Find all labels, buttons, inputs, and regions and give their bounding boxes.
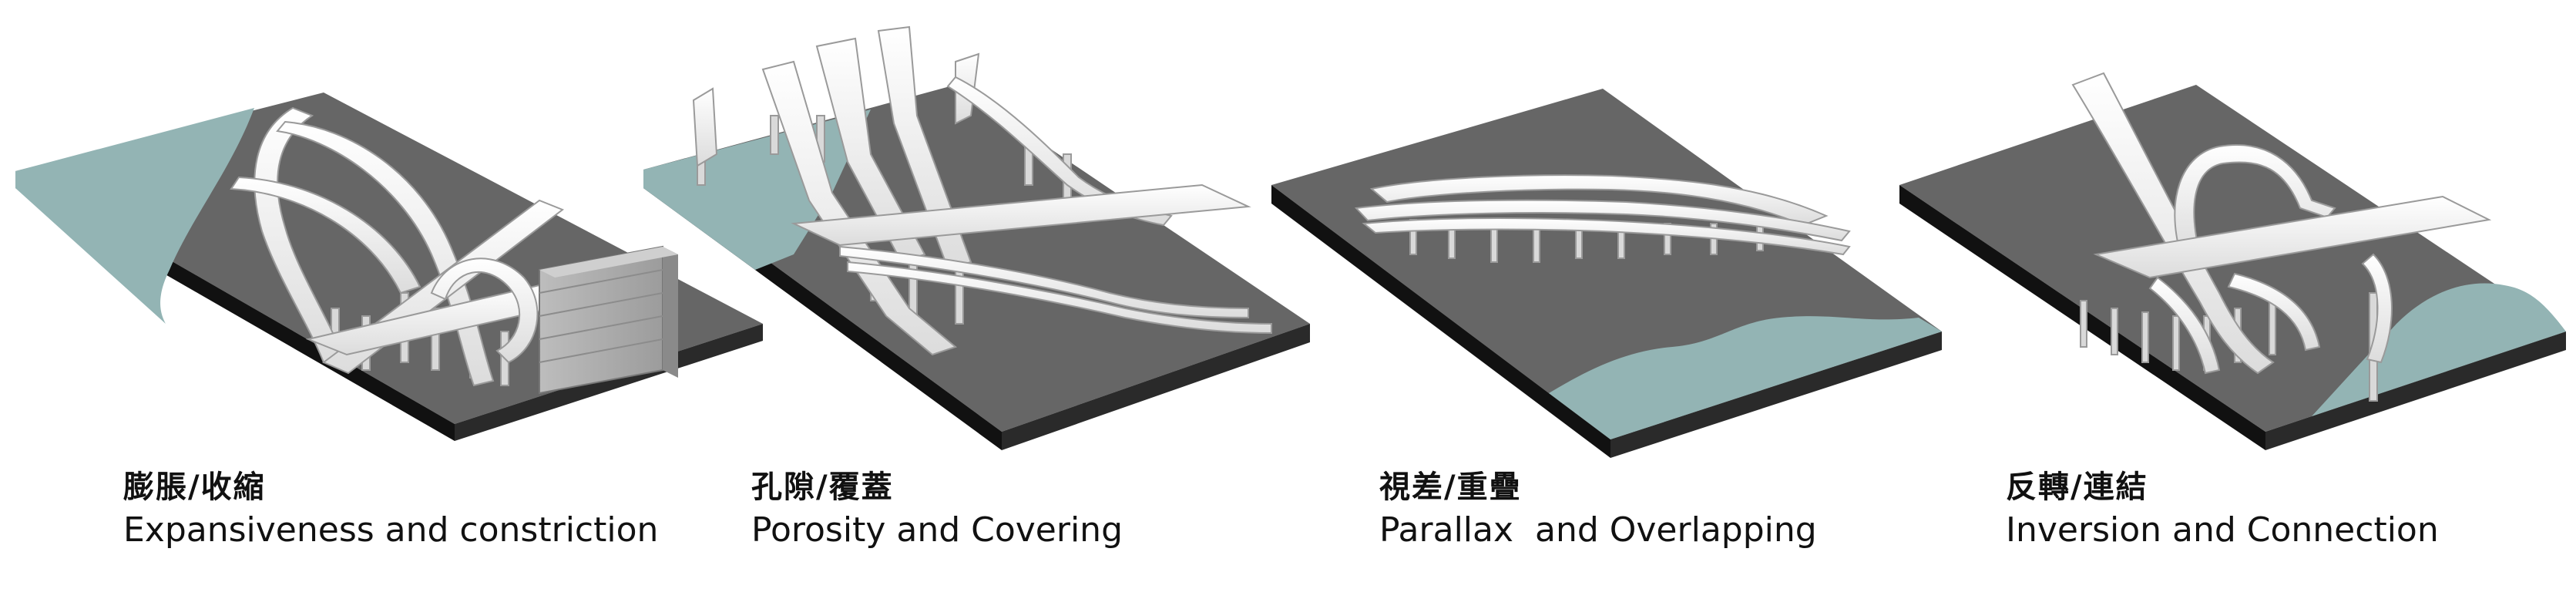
ramp-cross-slab [2093, 195, 2492, 279]
caption-en: Expansiveness and constriction [123, 510, 659, 550]
ramp-u-turn [2174, 144, 2336, 255]
caption-porosity: 孔隙/覆蓋 Porosity and Covering [751, 467, 1337, 554]
caption-parallax: 視差/重疊 Parallax and Overlapping [1379, 467, 1965, 554]
caption-zh: 反轉/連結 [2006, 469, 2148, 505]
panel-porosity [643, 25, 1310, 450]
caption-zh: 孔隙/覆蓋 [751, 469, 894, 505]
base-slab-3 [1271, 89, 1942, 458]
caption-en: Inversion and Connection [2006, 510, 2439, 550]
water-area [1549, 316, 1942, 439]
caption-en: Porosity and Covering [751, 510, 1123, 550]
ramp-vertical-c [815, 37, 926, 264]
ramp-fan-a [877, 25, 972, 270]
slab-side [1002, 324, 1310, 450]
ramps-3 [1354, 174, 1851, 256]
ramp-under-b [2227, 272, 2321, 352]
ramps-2 [692, 25, 1272, 356]
ramp-cross-slab [791, 183, 1251, 247]
water-area [15, 108, 254, 324]
caption-zh: 視差/重疊 [1379, 469, 1522, 505]
panel-expansion [15, 93, 763, 441]
ramp-under-c [2361, 253, 2393, 364]
ramps-4 [2071, 72, 2492, 375]
ramp-vertical-a [692, 87, 718, 167]
panel-parallax [1271, 89, 1942, 458]
base-slab-4 [1899, 85, 2566, 450]
slab-side [455, 324, 763, 441]
ramp-sweep [946, 76, 1173, 227]
caption-inversion: 反轉/連結 Inversion and Connection [2006, 467, 2576, 554]
ramp-curve-b [276, 120, 495, 387]
ramp-diagonal [2071, 72, 2275, 375]
ramp-curve-c [230, 176, 421, 294]
panel-inversion [1899, 72, 2566, 450]
slab-side [1610, 331, 1942, 458]
deck-lower [1362, 217, 1851, 256]
ramp-under-a [2148, 276, 2221, 375]
building-block [539, 245, 678, 395]
ramp-loop [430, 257, 539, 364]
slab-side [2265, 331, 2566, 450]
caption-expansion: 膨脹/收縮 Expansiveness and constriction [123, 467, 709, 554]
ramp-lower-a [839, 245, 1249, 319]
caption-zh: 膨脹/收縮 [123, 469, 266, 505]
deck-middle [1354, 199, 1851, 242]
ramp-lower-b [847, 261, 1272, 335]
slab-front [1271, 185, 1610, 458]
caption-en: Parallax and Overlapping [1379, 510, 1817, 550]
